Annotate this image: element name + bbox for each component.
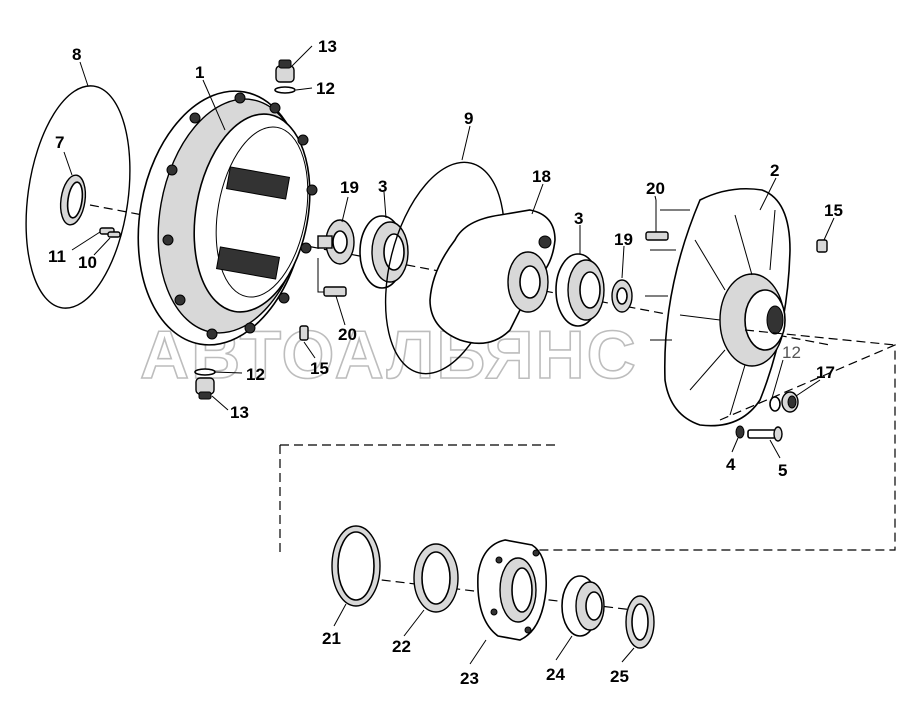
part-15-lower-pin [299, 325, 309, 341]
part-12-bottom-washer [194, 368, 216, 376]
label-19-right: 19 [614, 230, 633, 249]
part-12-top-washer [274, 86, 296, 94]
part-19-left-flange [317, 219, 355, 265]
part-15-right-pin [816, 239, 828, 253]
label-24: 24 [546, 665, 565, 684]
part-13-top-cap [275, 59, 295, 83]
part-25-seal [625, 595, 655, 649]
part-13-bottom-cap [195, 377, 215, 400]
label-13-top: 13 [318, 37, 337, 56]
part-5-bolt [747, 426, 783, 442]
label-20-right: 20 [646, 179, 665, 198]
part-19-right-flange [611, 279, 633, 313]
label-12-bottom: 12 [246, 365, 265, 384]
label-15-right: 15 [824, 201, 843, 220]
label-25: 25 [610, 667, 629, 686]
part-labels: 8 7 11 10 1 13 12 12 13 15 20 19 3 9 18 … [48, 37, 843, 688]
part-3-right-bearing [555, 253, 605, 327]
label-19-left: 19 [340, 178, 359, 197]
label-18: 18 [532, 167, 551, 186]
leader-lines [63, 45, 835, 665]
part-18-pump-body [429, 209, 556, 345]
label-23: 23 [460, 669, 479, 688]
label-9: 9 [464, 109, 473, 128]
part-4-washer [735, 425, 745, 439]
part-3-left-bearing [359, 215, 409, 289]
part-1-housing [137, 90, 318, 346]
callout-dashed-box [279, 344, 896, 555]
part-7-seal [59, 174, 87, 226]
part-23-flange-housing [477, 539, 548, 641]
label-12-top: 12 [316, 79, 335, 98]
label-11: 11 [48, 247, 66, 266]
part-22-ring [413, 543, 459, 613]
label-5: 5 [778, 461, 787, 480]
part-12-right-washer [769, 396, 781, 412]
callout-link-line [744, 329, 896, 346]
label-21: 21 [322, 629, 341, 648]
part-2-cover [645, 187, 791, 427]
part-20-right-bolt [645, 200, 669, 241]
label-22: 22 [392, 637, 411, 656]
label-3-left: 3 [378, 177, 387, 196]
label-1: 1 [195, 63, 204, 82]
part-10-11-pins [99, 227, 121, 238]
part-20-left-bolt [317, 258, 347, 297]
label-2: 2 [770, 161, 779, 180]
label-8: 8 [72, 45, 81, 64]
cover-studs [645, 209, 690, 341]
label-17: 17 [816, 363, 835, 382]
label-3-right: 3 [574, 209, 583, 228]
part-21-ring [331, 525, 381, 607]
label-4: 4 [726, 455, 736, 474]
label-12-right: 12 [782, 343, 801, 362]
label-10: 10 [78, 253, 97, 272]
part-8-oring [25, 85, 131, 309]
part-24-bearing [561, 575, 605, 637]
label-13-bottom: 13 [230, 403, 249, 422]
label-7: 7 [55, 133, 64, 152]
label-15-lower: 15 [310, 359, 329, 378]
housing-bolts [162, 92, 318, 340]
label-20-left: 20 [338, 325, 357, 344]
part-17-nut [781, 391, 799, 413]
